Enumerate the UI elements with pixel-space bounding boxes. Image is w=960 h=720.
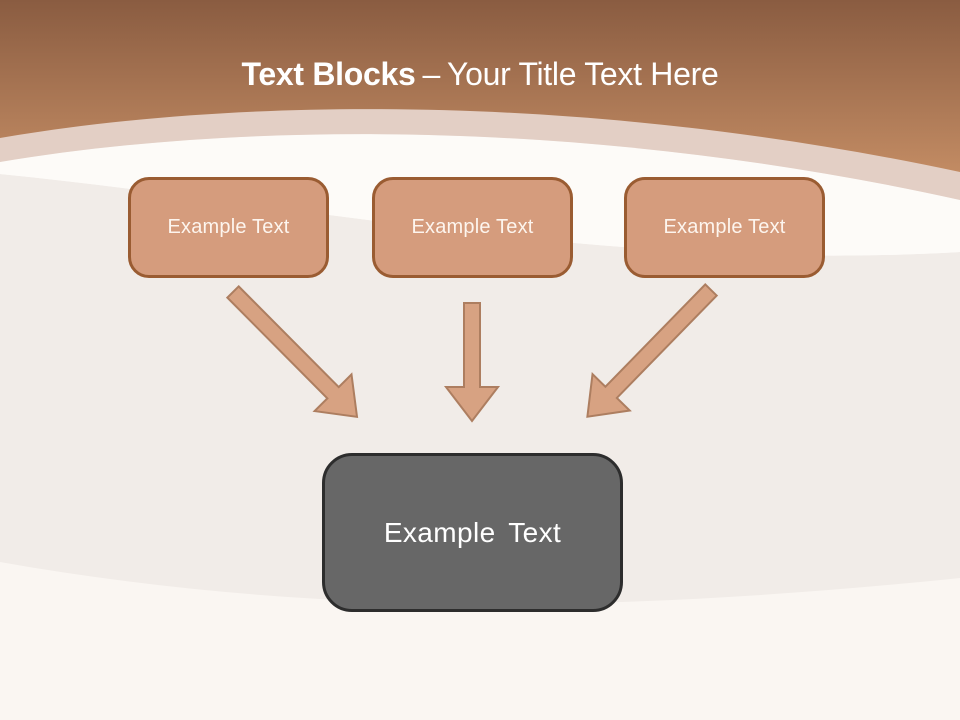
bottom-wave-shape — [0, 562, 960, 720]
text-block-1: Example Text — [128, 177, 329, 278]
result-block: Example Text — [322, 453, 623, 612]
text-block-3: Example Text — [624, 177, 825, 278]
text-block-3-label: Example Text — [663, 216, 786, 238]
header-banner — [0, 0, 960, 172]
title-dash: – — [422, 56, 440, 92]
text-block-1-label: Example Text — [167, 216, 290, 238]
result-block-label: Example Text — [383, 516, 562, 548]
text-block-2-label: Example Text — [411, 216, 534, 238]
title-bold-text: Text Blocks — [241, 56, 416, 92]
slide-title: Text Blocks–Your Title Text Here — [0, 54, 960, 94]
title-regular-text: Your Title Text Here — [446, 56, 719, 92]
text-block-2: Example Text — [372, 177, 573, 278]
